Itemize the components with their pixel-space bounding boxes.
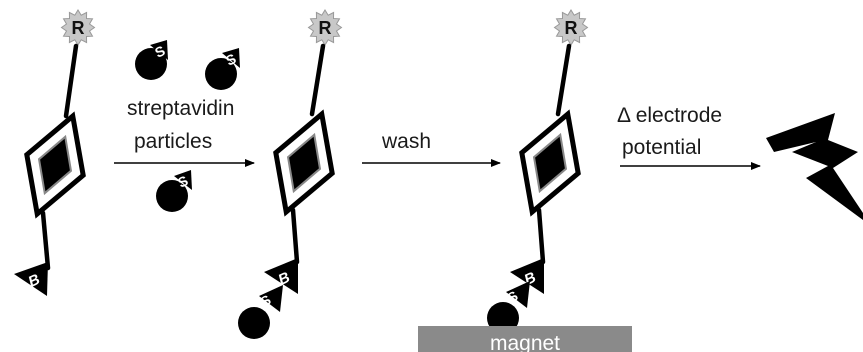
streptavidin-bead-icon: S <box>205 48 240 90</box>
magnet-label: magnet <box>490 332 560 352</box>
biotin-triangle-icon: B <box>264 258 298 294</box>
construct-bound: R B S <box>238 9 343 339</box>
step-arrow-wash: wash <box>362 130 501 167</box>
probe-linker <box>536 43 572 265</box>
reporter-label: R <box>72 18 85 38</box>
diamond-probe-icon <box>273 109 335 217</box>
streptavidin-bead-icon: S <box>156 170 192 212</box>
construct-captured: R B S <box>487 9 589 334</box>
step-label-streptavidin: streptavidin <box>127 97 234 120</box>
step-arrow-particles: streptavidin particles <box>114 97 255 167</box>
reporter-label: R <box>565 18 578 38</box>
biotin-triangle-icon: B <box>14 262 48 296</box>
step-label-potential: potential <box>622 136 701 159</box>
reporter-label: R <box>319 18 332 38</box>
step-label-particles: particles <box>134 130 212 153</box>
step-label-electrode: Δ electrode <box>617 104 722 127</box>
magnet: magnet <box>418 326 632 352</box>
lightning-bolt-icon <box>766 113 863 220</box>
streptavidin-bead-icon: S <box>238 285 283 339</box>
reporter-star-icon: R <box>553 9 589 46</box>
reporter-star-icon: R <box>60 9 96 46</box>
probe-linker <box>40 43 79 271</box>
reporter-star-icon: R <box>307 9 343 46</box>
probe-linker <box>290 43 326 265</box>
construct-initial: R B <box>14 9 96 296</box>
step-arrow-potential: Δ electrode potential <box>617 104 761 170</box>
step-label-wash: wash <box>381 130 431 153</box>
diamond-probe-icon <box>519 109 581 217</box>
diamond-probe-icon <box>24 111 86 219</box>
streptavidin-bead-icon: S <box>135 40 168 80</box>
